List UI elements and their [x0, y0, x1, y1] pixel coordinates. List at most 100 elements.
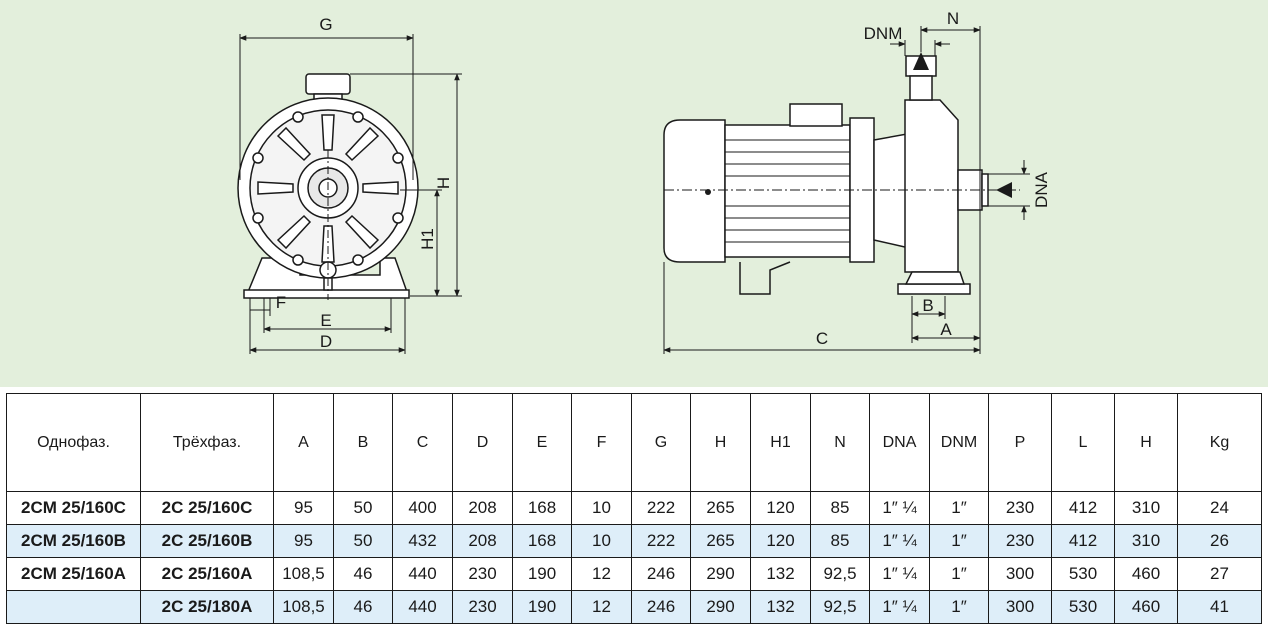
table-cell: 1″ [929, 491, 989, 525]
table-cell: 460 [1114, 557, 1178, 591]
table-cell: 1″ ¼ [869, 557, 930, 591]
table-cell: 168 [512, 524, 572, 558]
pump-side-view [663, 55, 989, 295]
dim-label-dnm: DNM [864, 24, 903, 43]
table-cell: 85 [810, 524, 870, 558]
header-cell: C [392, 393, 453, 492]
dim-label-b: B [922, 296, 933, 315]
header-cell: Трёхфаз. [140, 393, 274, 492]
header-cell: H [690, 393, 751, 492]
table-cell: 10 [571, 524, 632, 558]
table-cell: 208 [452, 491, 513, 525]
table-cell: 530 [1051, 590, 1115, 624]
table-cell: 208 [452, 524, 513, 558]
table-cell: 2C 25/160B [140, 524, 274, 558]
inlet-arrow-icon [996, 182, 1012, 198]
table-cell: 108,5 [273, 590, 334, 624]
header-cell: H [1114, 393, 1178, 492]
table-cell: 190 [512, 590, 572, 624]
table-cell: 1″ [929, 524, 989, 558]
table-cell: 95 [273, 524, 334, 558]
table-cell: 530 [1051, 557, 1115, 591]
header-cell: B [333, 393, 393, 492]
table-cell: 300 [988, 557, 1052, 591]
table-cell: 12 [571, 590, 632, 624]
table-cell: 2CM 25/160C [6, 491, 141, 525]
table-cell: 222 [631, 491, 691, 525]
table-cell: 412 [1051, 491, 1115, 525]
table-row: 2CM 25/160B 2C 25/160B 95 50 432 208 168… [6, 524, 1262, 558]
dim-label-c: C [816, 329, 828, 348]
table-row: 2CM 25/160A 2C 25/160A 108,5 46 440 230 … [6, 557, 1262, 591]
table-cell: 246 [631, 557, 691, 591]
table-cell: 46 [333, 557, 393, 591]
table-row: 2C 25/180A 108,5 46 440 230 190 12 246 2… [6, 590, 1262, 624]
table-cell: 265 [690, 491, 751, 525]
table-cell: 300 [988, 590, 1052, 624]
table-cell: 310 [1114, 491, 1178, 525]
header-cell: F [571, 393, 632, 492]
table-cell: 1″ ¼ [869, 590, 930, 624]
table-row: 2CM 25/160C 2C 25/160C 95 50 400 208 168… [6, 491, 1262, 525]
table-cell: 230 [452, 590, 513, 624]
table-cell: 1″ ¼ [869, 491, 930, 525]
table-cell: 1″ [929, 557, 989, 591]
table-cell: 440 [392, 557, 453, 591]
table-cell: 2C 25/180A [140, 590, 274, 624]
table-cell: 95 [273, 491, 334, 525]
table-cell: 132 [750, 590, 811, 624]
dim-label-f: F [276, 293, 286, 312]
table-cell: 168 [512, 491, 572, 525]
table-cell: 108,5 [273, 557, 334, 591]
header-cell: H1 [750, 393, 811, 492]
header-cell: DNM [929, 393, 989, 492]
table-cell: 132 [750, 557, 811, 591]
table-cell: 24 [1177, 491, 1262, 525]
table-cell: 120 [750, 491, 811, 525]
table-cell [6, 590, 141, 624]
dim-label-h: H [434, 177, 453, 189]
header-cell: DNA [869, 393, 930, 492]
dim-label-a: A [940, 320, 952, 339]
table-cell: 1″ ¼ [869, 524, 930, 558]
table-cell: 290 [690, 557, 751, 591]
table-cell: 432 [392, 524, 453, 558]
table-header-row: Однофаз. Трёхфаз. A B C D E F G H H1 N D… [6, 393, 1262, 492]
header-cell: D [452, 393, 513, 492]
table-cell: 222 [631, 524, 691, 558]
header-cell: Kg [1177, 393, 1262, 492]
table-cell: 85 [810, 491, 870, 525]
table-cell: 400 [392, 491, 453, 525]
header-cell: E [512, 393, 572, 492]
table-cell: 27 [1177, 557, 1262, 591]
header-cell: P [988, 393, 1052, 492]
table-cell: 246 [631, 590, 691, 624]
dim-label-d: D [320, 332, 332, 351]
technical-drawing-panel: G H H1 F E D [0, 0, 1268, 387]
table-cell: 2CM 25/160A [6, 557, 141, 591]
header-cell: Однофаз. [6, 393, 141, 492]
dim-label-n: N [947, 9, 959, 28]
table-cell: 310 [1114, 524, 1178, 558]
table-cell: 120 [750, 524, 811, 558]
table-cell: 2CM 25/160B [6, 524, 141, 558]
header-cell: N [810, 393, 870, 492]
table-cell: 190 [512, 557, 572, 591]
table-cell: 92,5 [810, 590, 870, 624]
side-dimensions [663, 26, 1030, 354]
table-cell: 290 [690, 590, 751, 624]
table-cell: 230 [452, 557, 513, 591]
table-cell: 460 [1114, 590, 1178, 624]
outlet-arrow-icon [913, 52, 929, 70]
table-cell: 2C 25/160C [140, 491, 274, 525]
table-cell: 50 [333, 491, 393, 525]
table-cell: 440 [392, 590, 453, 624]
table-cell: 1″ [929, 590, 989, 624]
header-cell: L [1051, 393, 1115, 492]
dim-label-dna: DNA [1032, 171, 1051, 208]
dim-label-g: G [319, 15, 332, 34]
table-cell: 26 [1177, 524, 1262, 558]
table-cell: 265 [690, 524, 751, 558]
dimensions-table: Однофаз. Трёхфаз. A B C D E F G H H1 N D… [6, 393, 1262, 624]
pump-drawing: G H H1 F E D [237, 9, 1051, 354]
